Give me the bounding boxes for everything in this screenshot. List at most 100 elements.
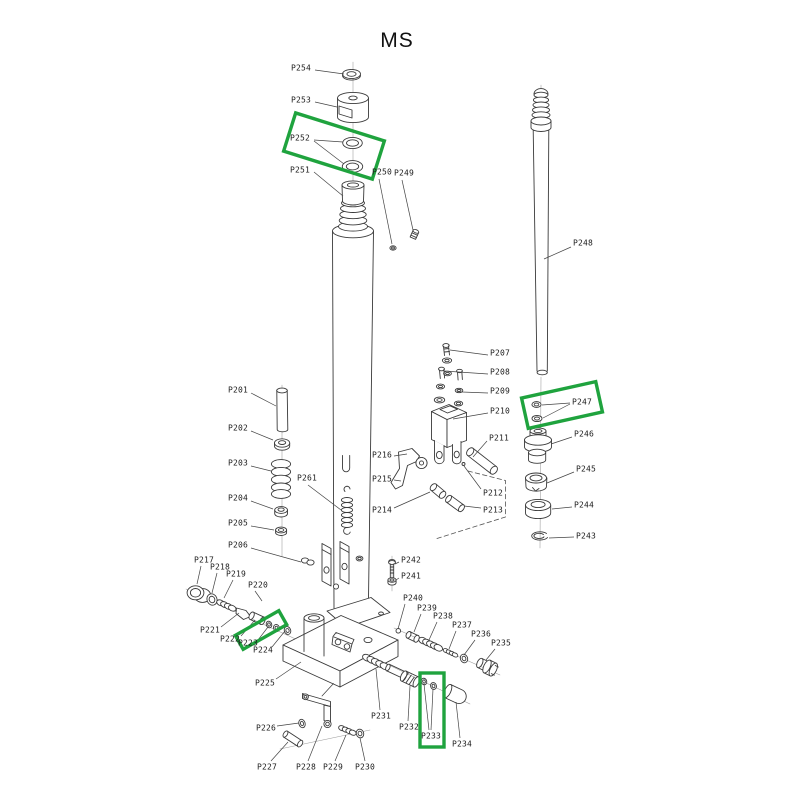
leader-line-p203 bbox=[250, 465, 272, 472]
pump-valve-train bbox=[186, 585, 292, 635]
leader-line-p229 bbox=[334, 734, 347, 762]
release-lever bbox=[390, 448, 465, 513]
part-label-p252: P252 bbox=[290, 134, 310, 143]
leader-line-p252 bbox=[313, 140, 345, 165]
highlight-box-3 bbox=[232, 608, 290, 652]
leader-line-p223 bbox=[257, 626, 269, 641]
leader-line-p250 bbox=[378, 178, 393, 245]
clevis-pin bbox=[466, 447, 498, 475]
part-label-p211: P211 bbox=[489, 434, 509, 443]
leader-line-p249 bbox=[401, 179, 414, 231]
part-label-p242: P242 bbox=[401, 556, 421, 565]
part-label-p212: P212 bbox=[483, 489, 503, 498]
leader-line-p233 bbox=[423, 683, 430, 731]
leader-line-p208 bbox=[443, 370, 489, 375]
part-label-p235: P235 bbox=[491, 639, 511, 648]
leader-line-p243 bbox=[548, 536, 575, 539]
pump-rod-assembly bbox=[524, 88, 552, 541]
part-label-p202: P202 bbox=[228, 424, 248, 433]
part-label-p261: P261 bbox=[297, 474, 317, 483]
part-label-p229: P229 bbox=[323, 763, 343, 772]
highlight-box-1 bbox=[281, 110, 387, 182]
part-label-p246: P246 bbox=[574, 430, 594, 439]
leader-line-p242 bbox=[394, 561, 400, 565]
part-label-p232: P232 bbox=[399, 723, 419, 732]
leader-line-p245 bbox=[546, 471, 575, 484]
leader-line-p251 bbox=[313, 171, 344, 197]
leader-line-p205 bbox=[250, 525, 275, 531]
leader-lines bbox=[196, 69, 575, 762]
highlight-box-2 bbox=[519, 379, 605, 431]
leader-line-p207 bbox=[449, 349, 489, 356]
leader-line-p247 bbox=[541, 402, 571, 406]
leader-line-p239 bbox=[413, 613, 422, 633]
part-label-p205: P205 bbox=[228, 519, 248, 528]
part-label-p238: P238 bbox=[433, 612, 453, 621]
leader-line-p227 bbox=[270, 741, 289, 762]
part-label-p244: P244 bbox=[574, 501, 594, 510]
part-label-p250: P250 bbox=[372, 168, 392, 177]
leader-line-p219 bbox=[223, 579, 234, 599]
part-label-p203: P203 bbox=[228, 459, 248, 468]
leader-line-p221 bbox=[220, 612, 240, 628]
part-label-p253: P253 bbox=[291, 96, 311, 105]
part-label-p225: P225 bbox=[255, 679, 275, 688]
part-label-p207: P207 bbox=[490, 349, 510, 358]
part-label-p219: P219 bbox=[226, 570, 246, 579]
part-label-p247: P247 bbox=[572, 398, 592, 407]
leader-line-p232 bbox=[407, 685, 411, 722]
part-label-p206: P206 bbox=[228, 541, 248, 550]
dashed-locator-line bbox=[436, 470, 506, 539]
leader-line-p215 bbox=[393, 479, 402, 482]
leader-line-p230 bbox=[359, 737, 366, 762]
part-label-p215: P215 bbox=[372, 475, 392, 484]
part-label-p208: P208 bbox=[490, 368, 510, 377]
part-label-p233: P233 bbox=[421, 732, 441, 741]
part-label-p216: P216 bbox=[372, 451, 392, 460]
leader-line-p233 bbox=[430, 688, 434, 731]
leader-line-p247 bbox=[542, 403, 571, 419]
highlight-boxes bbox=[232, 110, 605, 749]
part-label-p222: P222 bbox=[220, 635, 240, 644]
part-label-p249: P249 bbox=[394, 169, 414, 178]
leader-line-p235 bbox=[485, 648, 496, 661]
part-label-p234: P234 bbox=[452, 740, 472, 749]
part-label-p223: P223 bbox=[238, 639, 258, 648]
leader-line-p220 bbox=[254, 590, 263, 602]
leader-line-p237 bbox=[448, 630, 457, 650]
top-cap-stack bbox=[337, 68, 369, 206]
leader-line-p209 bbox=[461, 391, 489, 394]
part-label-p236: P236 bbox=[471, 630, 491, 639]
oring-and-screw bbox=[389, 228, 420, 251]
leader-line-p201 bbox=[250, 392, 277, 407]
leader-line-p234 bbox=[455, 701, 461, 739]
diagram-title: MS bbox=[380, 29, 414, 52]
overload-valve-row bbox=[395, 628, 499, 677]
part-label-p254: P254 bbox=[291, 64, 311, 73]
part-label-p243: P243 bbox=[576, 532, 596, 541]
leader-line-p238 bbox=[428, 621, 438, 641]
valve-screw-stacks bbox=[433, 343, 464, 407]
leader-line-p231 bbox=[375, 668, 381, 711]
leader-line-p217 bbox=[196, 565, 202, 585]
bolt-and-nut bbox=[387, 559, 397, 586]
part-label-p227: P227 bbox=[257, 763, 277, 772]
part-label-p228: P228 bbox=[296, 763, 316, 772]
leader-line-p254 bbox=[314, 69, 345, 75]
base-block bbox=[282, 597, 399, 697]
foot-bracket-group bbox=[282, 693, 365, 748]
valve-body bbox=[431, 404, 498, 475]
leader-line-p212 bbox=[463, 465, 482, 490]
part-label-p213: P213 bbox=[483, 506, 503, 515]
leader-line-p206 bbox=[250, 547, 302, 563]
leader-line-p225 bbox=[275, 661, 302, 680]
leader-line-p202 bbox=[250, 430, 274, 441]
leader-line-p240 bbox=[397, 603, 406, 630]
part-label-p251: P251 bbox=[290, 166, 310, 175]
part-label-p201: P201 bbox=[228, 386, 248, 395]
part-label-p241: P241 bbox=[401, 572, 421, 581]
leader-line-p248 bbox=[543, 246, 572, 260]
